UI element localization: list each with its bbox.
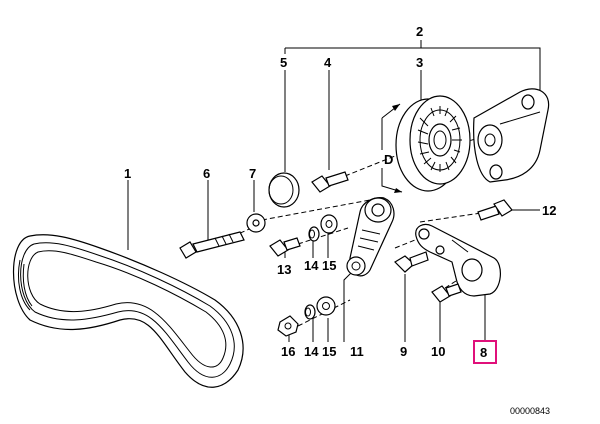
- short-bolt-13: [269, 237, 301, 257]
- long-bolt: [179, 231, 245, 259]
- mounting-plate: [415, 223, 501, 297]
- callout-d: D: [384, 152, 393, 167]
- idler-pulley: [395, 95, 471, 192]
- callout-labels: 2 5 4 3 D 1 6 7 12 13 14 15 16 14 15 11 …: [124, 24, 556, 359]
- spacer-lower: [304, 304, 316, 320]
- nut-16: [277, 315, 299, 337]
- callout-4: 4: [324, 55, 332, 70]
- washer-upper: [320, 214, 338, 234]
- callout-7: 7: [249, 166, 256, 181]
- bracket-bolt: [477, 199, 513, 221]
- hex-bolt-9: [394, 251, 429, 273]
- drive-belt: [13, 234, 244, 388]
- belt-tensioner: [346, 197, 395, 277]
- callout-16: 16: [281, 344, 295, 359]
- callout-13: 13: [277, 262, 291, 277]
- callout-12: 12: [542, 203, 556, 218]
- pulley-bolt: [311, 171, 349, 193]
- callout-14-lower: 14: [304, 344, 319, 359]
- pulley-cap: [268, 172, 300, 208]
- callout-1: 1: [124, 166, 131, 181]
- callout-9: 9: [400, 344, 407, 359]
- callout-2: 2: [416, 24, 423, 39]
- callout-8: 8: [480, 345, 487, 360]
- washer: [246, 213, 266, 233]
- callout-11: 11: [350, 344, 364, 359]
- callout-14-upper: 14: [304, 258, 319, 273]
- bolt-10: [431, 283, 462, 303]
- callout-5: 5: [280, 55, 287, 70]
- figure-number: 00000843: [510, 406, 550, 416]
- callout-8-highlight: 8: [473, 340, 497, 364]
- callout-15-lower: 15: [322, 344, 336, 359]
- spacer-upper: [308, 226, 320, 242]
- callout-15-upper: 15: [322, 258, 336, 273]
- callout-10: 10: [431, 344, 445, 359]
- callout-6: 6: [203, 166, 210, 181]
- washer-lower: [316, 296, 336, 316]
- tensioner-bracket: [473, 88, 550, 183]
- callout-3: 3: [416, 55, 423, 70]
